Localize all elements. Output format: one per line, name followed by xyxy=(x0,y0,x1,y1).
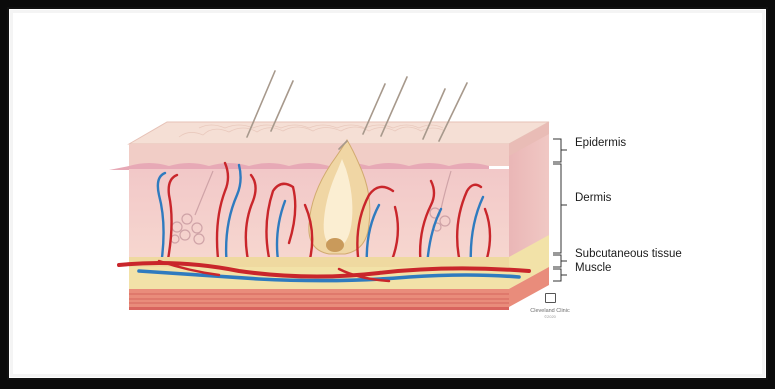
label-epidermis: Epidermis xyxy=(575,137,626,149)
label-subcutaneous-tissue: Subcutaneous tissue xyxy=(575,248,682,260)
label-muscle: Muscle xyxy=(575,262,611,274)
cleveland-clinic-logo-icon xyxy=(545,293,556,303)
label-dermis: Dermis xyxy=(575,192,611,204)
diagram-canvas: Epidermis Dermis Subcutaneous tissue Mus… xyxy=(7,7,768,380)
epidermis-front xyxy=(129,144,509,166)
logo-copyright: ©2020 xyxy=(530,315,570,319)
epidermis-top-surface xyxy=(129,122,549,144)
layer-brackets xyxy=(553,139,567,281)
cleveland-clinic-logo: Cleveland Clinic ©2020 xyxy=(530,292,570,319)
skin-cross-section-illustration xyxy=(9,9,770,382)
